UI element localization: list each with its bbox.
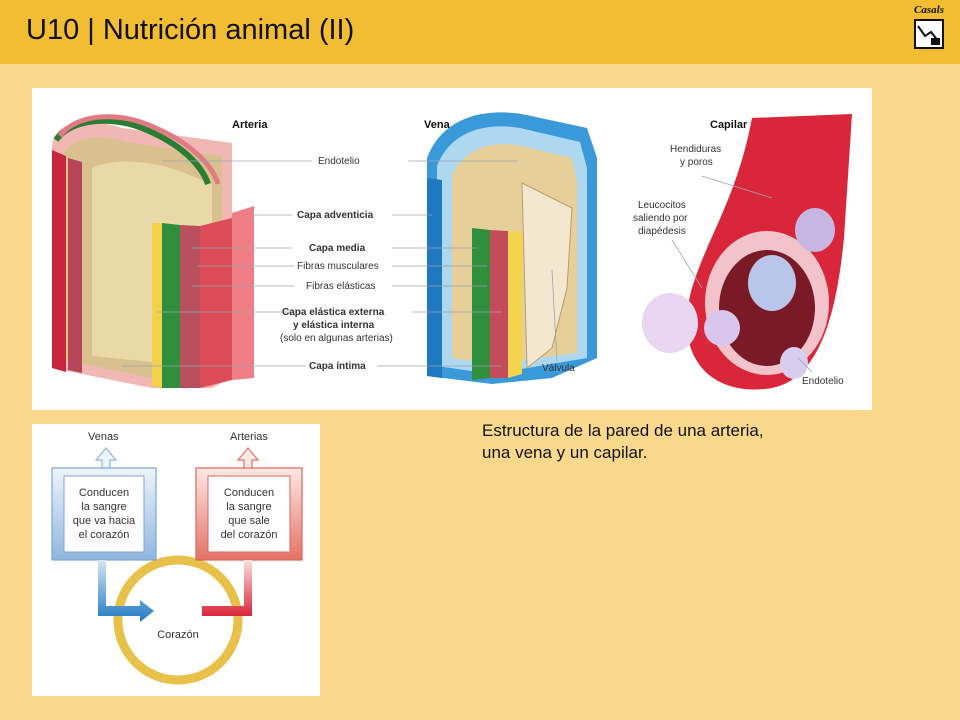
caption-line-1: Estructura de la pared de una arteria, (482, 421, 764, 440)
venas-box-line-2: la sangre (81, 501, 126, 513)
label-leucocitos-1: Leucocitos (638, 200, 686, 211)
arterias-box-line-2: la sangre (226, 501, 271, 513)
label-elastica-1: Capa elástica externa (282, 307, 385, 318)
vein-flow-arrow (98, 560, 154, 622)
arterias-box-line-3: que sale (228, 515, 270, 527)
label-fibras-musculares: Fibras musculares (297, 261, 379, 272)
venas-label: Venas (88, 431, 119, 443)
vessel-structure-panel: Arteria Vena Capilar Endotelio Capa adve… (32, 88, 872, 410)
label-hendiduras-1: Hendiduras (670, 144, 721, 155)
label-elastica-2: y elástica interna (293, 320, 375, 331)
slide-title: U10 | Nutrición animal (II) (26, 14, 355, 46)
label-endotelio-capilar: Endotelio (802, 376, 844, 387)
header-bar: U10 | Nutrición animal (II) Casals (0, 0, 960, 64)
label-valvula: Válvula (542, 363, 575, 374)
capillary-illustration (642, 114, 852, 390)
logo-text: Casals (914, 4, 944, 16)
label-endotelio: Endotelio (318, 156, 360, 167)
label-hendiduras-2: y poros (680, 157, 713, 168)
label-leucocitos-2: saliendo por (633, 213, 688, 224)
label-capa-intima: Capa íntima (309, 361, 366, 372)
artery-illustration (52, 114, 254, 389)
label-fibras-elasticas: Fibras elásticas (306, 281, 375, 292)
artery-flow-pipe (202, 560, 252, 616)
vessel-structure-diagram: Arteria Vena Capilar Endotelio Capa adve… (52, 112, 852, 390)
heart-ring (113, 555, 243, 685)
label-capa-media: Capa media (309, 243, 366, 254)
leader-lines (122, 160, 813, 373)
label-capa-adventicia: Capa adventicia (297, 210, 374, 221)
venas-box-line-4: el corazón (79, 529, 130, 541)
label-elastica-3: (solo en algunas arterias) (280, 333, 393, 344)
venas-box-line-1: Conducen (79, 487, 129, 499)
caption-line-2: una vena y un capilar. (482, 443, 648, 462)
capillary-label: Capilar (710, 119, 748, 131)
figure-caption: Estructura de la pared de una arteria, u… (482, 420, 902, 464)
arterias-box-line-4: del corazón (221, 529, 278, 541)
arterias-box-line-1: Conducen (224, 487, 274, 499)
logo-chart-icon (914, 19, 944, 49)
casals-logo: Casals (909, 4, 949, 52)
arterias-label: Arterias (230, 431, 268, 443)
artery-label: Arteria (232, 119, 268, 131)
venas-box-line-3: que va hacia (73, 515, 136, 527)
circulation-diagram: Venas Arterias Conducen la sangre que va… (51, 431, 303, 685)
circulation-panel: Venas Arterias Conducen la sangre que va… (32, 424, 320, 696)
corazon-label: Corazón (157, 629, 199, 641)
label-leucocitos-3: diapédesis (638, 226, 686, 237)
vein-label: Vena (424, 119, 451, 131)
